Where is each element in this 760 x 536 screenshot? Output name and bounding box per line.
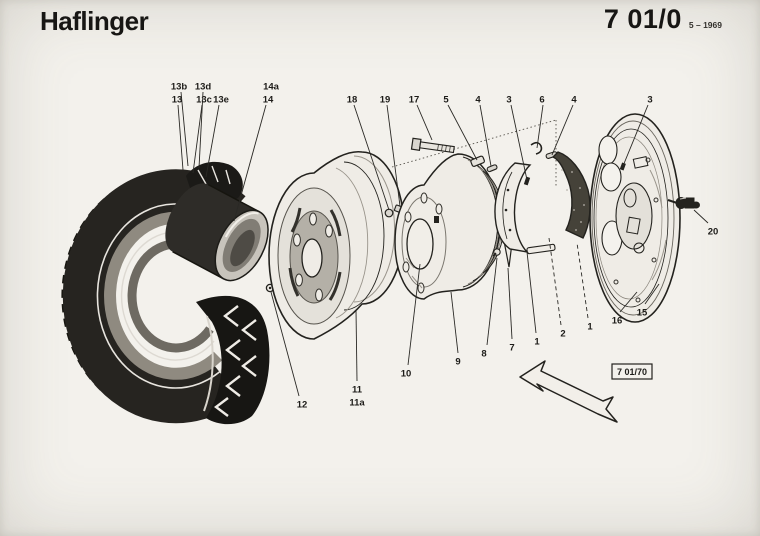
part-9-10-brake-drum <box>394 153 505 300</box>
tread-chevrons <box>214 305 257 417</box>
part-label-15: 15 <box>637 308 648 319</box>
part-label-13: 13 <box>172 95 183 106</box>
leader-line-13-2 <box>177 104 184 171</box>
part-label-10: 10 <box>401 369 412 380</box>
part-label-18: 18 <box>347 95 358 106</box>
leader-line-4-14 <box>551 104 574 156</box>
part-label-1: 1 <box>587 322 593 333</box>
part-label-3: 3 <box>506 95 511 106</box>
leader-line-8-22 <box>486 257 498 346</box>
leader-line-13d-1 <box>198 91 204 169</box>
part-label-4: 4 <box>475 95 481 106</box>
rim-bolt-holes <box>293 212 333 302</box>
part-label-14: 14 <box>263 95 274 106</box>
lining-speckle <box>561 169 585 231</box>
leader-line-16-27 <box>619 291 638 313</box>
part-label-12: 12 <box>297 400 308 411</box>
part-3-15-16-backing-plate <box>589 113 681 323</box>
part-label-13e: 13e <box>213 95 229 106</box>
doc-number: 7 01/0 <box>603 4 682 34</box>
part-label-13c: 13c <box>196 95 212 106</box>
part-4-pin-a <box>486 164 498 173</box>
doc-edition: 5 – 1969 <box>688 20 722 30</box>
part-3-anchor-pin <box>523 176 531 186</box>
leader-line-13e-4 <box>205 104 220 178</box>
leader-line-11-18 <box>355 309 358 382</box>
part-label-4: 4 <box>571 95 577 106</box>
leader-line-19-8 <box>386 104 401 207</box>
part-label-2: 2 <box>560 329 565 340</box>
leader-line-3-12 <box>510 104 528 181</box>
part-11-wheel-rim <box>268 150 405 340</box>
leader-line-20-16 <box>693 209 709 224</box>
leader-line-12-17 <box>270 291 300 397</box>
leader-line-7-23 <box>507 267 513 340</box>
shoe-adjuster-bar <box>526 243 556 255</box>
leader-line-14-6 <box>233 104 267 222</box>
part-20-bolt <box>667 197 700 209</box>
leader-line-13c-3 <box>192 104 203 174</box>
page-title: Haflinger <box>40 6 149 36</box>
leader-line-13b-0 <box>180 91 189 167</box>
part-label-6: 6 <box>539 95 544 106</box>
part-label-8: 8 <box>481 349 486 360</box>
part-label-13d: 13d <box>195 82 212 93</box>
leader-line-5-10 <box>447 104 478 161</box>
part-2-brake-shoe-lined <box>551 151 591 239</box>
leader-line-9-21 <box>450 291 459 354</box>
plate-rivets <box>613 157 659 303</box>
leader-line-3-15 <box>622 104 649 167</box>
part-8-bolt <box>492 248 501 257</box>
leader-lines <box>177 91 709 397</box>
rim-vent-slots <box>288 207 342 301</box>
leader-line-4-11 <box>479 104 492 167</box>
part-label-20: 20 <box>708 227 719 238</box>
part-label-9: 9 <box>455 357 460 368</box>
part-label-19: 19 <box>380 95 391 106</box>
part-label-11a: 11a <box>349 398 365 409</box>
leader-line-17-9 <box>416 104 433 141</box>
ref-box: 7 01/70 <box>611 363 653 380</box>
part-label-14a: 14a <box>263 82 280 93</box>
part-1-brake-shoe <box>494 162 532 254</box>
part-label-13b: 13b <box>171 82 188 93</box>
leader-line-15-28 <box>644 283 660 305</box>
leader-line-10-20 <box>407 263 421 366</box>
part-17-bolt <box>410 137 455 154</box>
part-6-spring <box>530 141 543 155</box>
leader-line-1-26 <box>576 242 589 319</box>
part-label-7: 7 <box>509 343 514 354</box>
page-header: Haflinger 7 01/0 5 – 1969 <box>0 0 760 44</box>
part-label-17: 17 <box>409 95 420 106</box>
part-label-3: 3 <box>647 95 652 106</box>
leader-line-18-7 <box>353 104 390 211</box>
leader-line-2-25 <box>548 237 562 326</box>
part-label-5: 5 <box>443 95 449 106</box>
leader-line-6-13 <box>536 104 544 149</box>
direction-arrow <box>519 360 618 423</box>
part-label-11: 11 <box>352 385 363 396</box>
doc-number-block: 7 01/0 5 – 1969 <box>604 4 722 35</box>
ref-box-label: 7 01/70 <box>617 367 647 377</box>
part-label-1: 1 <box>534 337 540 348</box>
leader-line-1-24 <box>526 251 537 334</box>
part-label-16: 16 <box>612 316 623 327</box>
